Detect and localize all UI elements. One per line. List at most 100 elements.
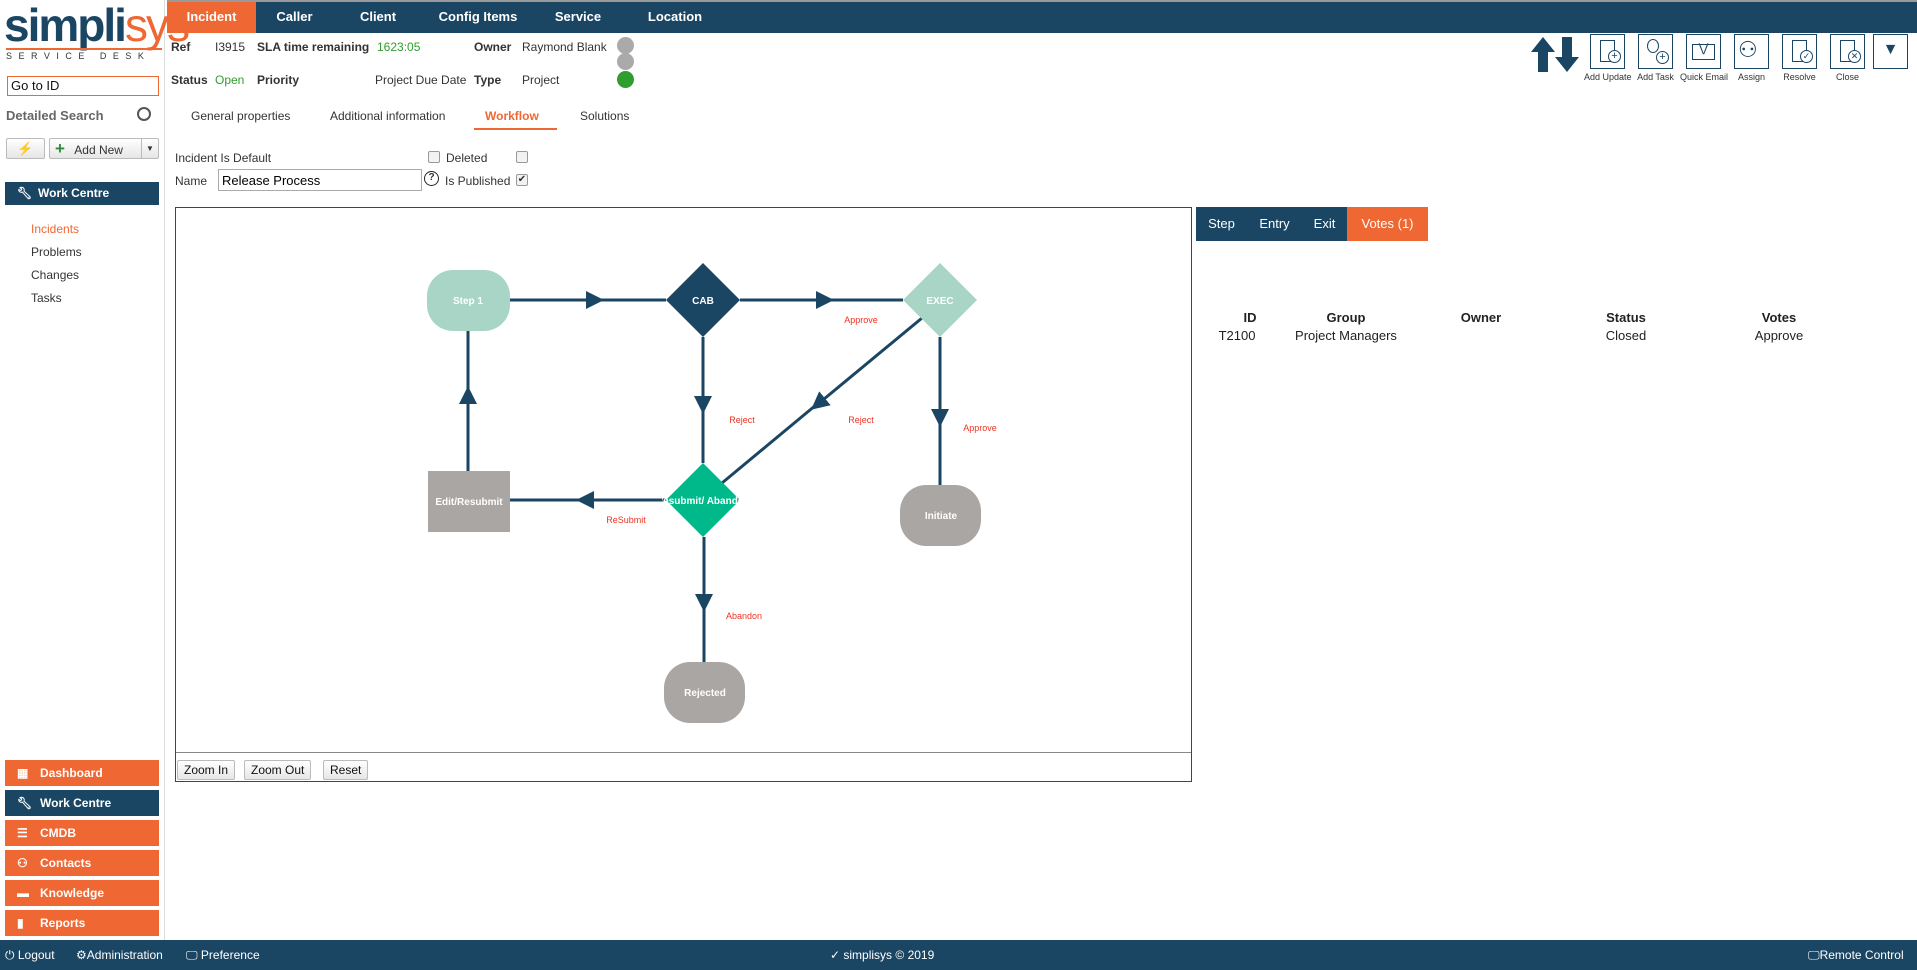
status-value: Open: [215, 73, 245, 87]
arrow-up-icon[interactable]: [1531, 37, 1555, 52]
vote-id[interactable]: T2100: [1218, 328, 1256, 343]
node-exec[interactable]: [903, 263, 977, 337]
sidebar-item-tasks[interactable]: Tasks: [31, 291, 62, 305]
node-rejected[interactable]: [664, 662, 745, 723]
assign-label: Assign: [1737, 72, 1765, 82]
edge-label-approve: Approve: [963, 423, 997, 433]
zoom-out-button[interactable]: Zoom Out: [244, 760, 312, 780]
assign-button[interactable]: ⚇: [1734, 34, 1769, 69]
node-edit-label: Edit/Resubmit: [435, 497, 503, 508]
goto-id-input[interactable]: Go to ID: [7, 76, 159, 96]
zoom-in-button[interactable]: Zoom In: [177, 760, 236, 780]
more-actions-dropdown[interactable]: ▼: [1873, 34, 1908, 69]
users-icon: ⚇: [1738, 37, 1758, 62]
ref-label: Ref: [171, 40, 191, 54]
tab-general-properties[interactable]: General properties: [191, 109, 291, 123]
node-cab[interactable]: [666, 263, 740, 337]
status-light-red: [617, 37, 634, 54]
sidebar-item-problems[interactable]: Problems: [31, 245, 82, 259]
tab-location[interactable]: Location: [647, 9, 703, 24]
tab-service[interactable]: Service: [554, 9, 602, 24]
administration-link[interactable]: ⚙Administration: [76, 948, 163, 962]
nav-reports[interactable]: ▮Reports: [5, 910, 159, 936]
nav-contacts[interactable]: ⚇Contacts: [5, 850, 159, 876]
nav-dashboard[interactable]: ▦Dashboard: [5, 760, 159, 786]
add-task-label: Add Task: [1637, 72, 1674, 82]
status-label: Status: [171, 73, 208, 87]
arrow-up-stem: [1538, 51, 1548, 72]
arrow-down-icon[interactable]: [1555, 57, 1579, 72]
tab-additional-information[interactable]: Additional information: [330, 109, 446, 123]
quick-action-button[interactable]: ⚡: [6, 138, 45, 159]
wrench-icon: 🔧︎: [17, 186, 33, 200]
column-header-group: Group: [1326, 310, 1366, 325]
bar-chart-icon: ▮: [17, 916, 24, 930]
sla-label: SLA time remaining: [257, 40, 370, 54]
tab-caller[interactable]: Caller: [276, 9, 313, 24]
add-new-button[interactable]: + Add New ▼: [49, 138, 159, 159]
edge-label-reject: Reject: [729, 415, 755, 425]
copyright: ✓ simplisys © 2019: [830, 948, 935, 962]
canvas-toolbar-divider: [176, 752, 1191, 753]
is-published-checkbox[interactable]: ✔: [516, 174, 528, 186]
deleted-checkbox[interactable]: [516, 151, 528, 163]
user-plus-icon: [1647, 39, 1659, 53]
vote-value: Approve: [1754, 328, 1804, 343]
tab-incident[interactable]: Incident: [167, 2, 256, 33]
type-value: Project: [522, 73, 560, 87]
prev-next-arrows[interactable]: [1531, 37, 1581, 74]
tab-entry[interactable]: Entry: [1247, 207, 1302, 241]
graduation-cap-icon: ▬: [17, 886, 29, 900]
close-button[interactable]: ✕: [1830, 34, 1865, 69]
node-initiate[interactable]: [900, 485, 981, 546]
tab-config-items[interactable]: Config Items: [438, 9, 518, 24]
quick-email-button[interactable]: ⋁: [1686, 34, 1721, 69]
arrow-down-stem: [1562, 37, 1572, 58]
plus-icon: +: [55, 139, 65, 158]
nav-cmdb[interactable]: ☰CMDB: [5, 820, 159, 846]
tab-exit[interactable]: Exit: [1302, 207, 1347, 241]
workflow-canvas[interactable]: Step 1 CAB EXEC Resubmit/ Abandon Edit/R…: [175, 207, 1192, 782]
envelope-icon: ⋁: [1692, 42, 1715, 60]
status-light-green: [617, 71, 634, 88]
tab-client[interactable]: Client: [359, 9, 397, 24]
is-default-checkbox[interactable]: [428, 151, 440, 163]
node-step1[interactable]: [427, 270, 510, 331]
deleted-label: Deleted: [446, 151, 488, 165]
owner-label: Owner: [474, 40, 512, 54]
tab-step[interactable]: Step: [1196, 207, 1247, 241]
logout-link[interactable]: ⏻ Logout: [5, 948, 55, 962]
search-icon[interactable]: [137, 107, 151, 121]
preference-link[interactable]: 🖵 Preference: [186, 948, 260, 962]
top-nav: Incident Caller Client Config Items Serv…: [167, 0, 1917, 33]
ref-value: I3915: [215, 40, 246, 54]
tab-workflow[interactable]: Workflow: [485, 109, 539, 123]
resolve-button[interactable]: ✓: [1782, 34, 1817, 69]
remote-control-link[interactable]: 🖵Remote Control: [1808, 948, 1904, 962]
node-rejected-label: Rejected: [684, 688, 726, 699]
gears-icon: ⚙: [76, 948, 87, 962]
chevron-down-icon[interactable]: ▼: [141, 139, 158, 158]
nav-knowledge[interactable]: ▬Knowledge: [5, 880, 159, 906]
monitor-icon: 🖵: [186, 948, 198, 962]
node-edit-resubmit[interactable]: [428, 471, 510, 532]
detailed-search-link[interactable]: Detailed Search: [6, 108, 104, 123]
nav-work-centre[interactable]: 🔧︎Work Centre: [5, 790, 159, 816]
tab-votes[interactable]: Votes (1): [1347, 207, 1428, 241]
help-icon[interactable]: ?: [424, 171, 439, 186]
add-update-button[interactable]: +: [1590, 34, 1625, 69]
name-input[interactable]: [218, 169, 422, 191]
list-icon: ☰: [17, 826, 28, 840]
sidebar-item-changes[interactable]: Changes: [31, 268, 80, 282]
node-exec-label: EXEC: [926, 296, 953, 307]
node-resubmit-abandon[interactable]: [666, 463, 740, 537]
edge-exec-resubmit: [811, 316, 923, 410]
reset-button[interactable]: Reset: [323, 760, 369, 780]
node-initiate-label: Initiate: [925, 511, 958, 522]
node-cab-label: CAB: [692, 296, 714, 307]
footer: ⏻ Logout ⚙Administration 🖵 Preference ✓ …: [0, 940, 1917, 970]
node-step1-label: Step 1: [453, 296, 483, 307]
sidebar-item-incidents[interactable]: Incidents: [31, 222, 80, 236]
tab-solutions[interactable]: Solutions: [580, 109, 630, 123]
add-task-button[interactable]: +: [1638, 34, 1673, 69]
